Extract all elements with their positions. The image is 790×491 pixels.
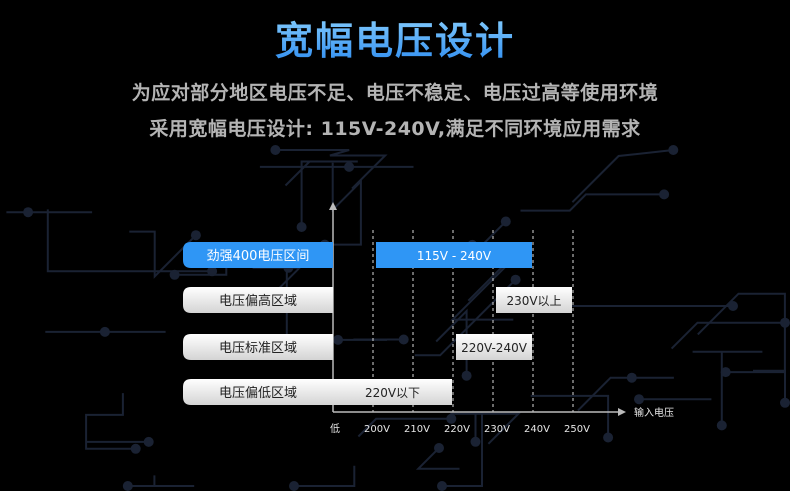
circuit-node [143,436,154,447]
circuit-node [437,481,447,491]
circuit-node [289,481,299,491]
circuit-node [780,397,790,408]
category-label-box [183,379,333,405]
range-label: 220V-240V [461,341,528,355]
page-title: 宽幅电压设计 [0,10,790,65]
range-label: 115V - 240V [417,249,492,263]
circuit-node [603,432,614,443]
circuit-trace [294,465,356,487]
circuit-trace [415,447,460,470]
circuit-node [122,481,133,491]
circuit-node [634,394,644,405]
category-label-box [183,242,333,268]
circuit-trace [571,149,674,203]
circuit-node [510,274,521,285]
circuit-node [23,207,34,218]
range-label: 220V以下 [365,386,420,400]
range-bar [333,379,452,405]
circuit-trace [697,292,786,374]
circuit-trace [442,412,483,487]
range-bar [376,242,532,268]
x-tick-label: 220V [444,424,470,435]
circuit-node [470,436,481,447]
circuit-node [434,443,444,453]
circuit-node [500,216,511,227]
category-label: 电压偏高区域 [219,293,297,309]
y-axis-arrow [329,202,337,210]
circuit-node [270,145,281,155]
circuit-node [659,189,670,200]
circuit-trace [577,376,674,412]
circuit-trace [129,230,197,279]
circuit-trace [520,193,665,212]
range-bar [456,334,532,360]
circuit-node [728,301,738,311]
circuit-node [296,222,307,232]
category-label: 电压标准区域 [219,341,297,356]
x-axis-arrow [618,408,626,416]
category-label-box [183,334,333,360]
circuit-node [99,326,110,337]
circuit-node [130,443,141,454]
range-label: 230V以上 [506,294,561,308]
circuit-trace [85,393,136,450]
circuit-trace [530,394,610,438]
circuit-trace [450,412,521,445]
x-tick-label: 230V [484,424,510,435]
circuit-trace [692,350,763,426]
x-tick-label: 250V [564,424,590,435]
circuit-node [668,145,679,155]
x-tick-label: 低 [330,422,340,435]
category-label: 劲强400电压区间 [207,249,310,264]
circuit-node [461,370,472,381]
circuit-node [333,334,343,345]
circuit-trace [357,417,452,438]
category-label-box [183,287,333,313]
circuit-trace [670,321,785,350]
circuit-node [398,334,409,345]
x-tick-label: 210V [404,424,430,435]
subtitle-line-2: 采用宽幅电压设计: 115V-240V,满足不同环境应用需求 [149,118,641,140]
circuit-trace [753,369,786,403]
circuit-trace [46,209,213,273]
circuit-trace [324,162,362,246]
circuit-node [169,269,180,280]
circuit-node [626,372,637,383]
circuit-node [720,367,731,378]
subtitle-line-1: 为应对部分地区电压不足、电压不稳定、电压过高等使用环境 [131,82,659,104]
circuit-trace [127,475,195,487]
circuit-node [190,230,201,241]
range-bar [496,287,572,313]
x-axis-label: 输入电压 [634,406,674,419]
circuit-node [344,161,355,172]
x-tick-label: 200V [364,424,390,435]
circuit-node [716,420,727,431]
x-tick-label: 240V [524,424,550,435]
circuit-node [446,413,457,424]
category-label: 电压偏低区域 [219,386,297,401]
circuit-trace [284,160,358,227]
